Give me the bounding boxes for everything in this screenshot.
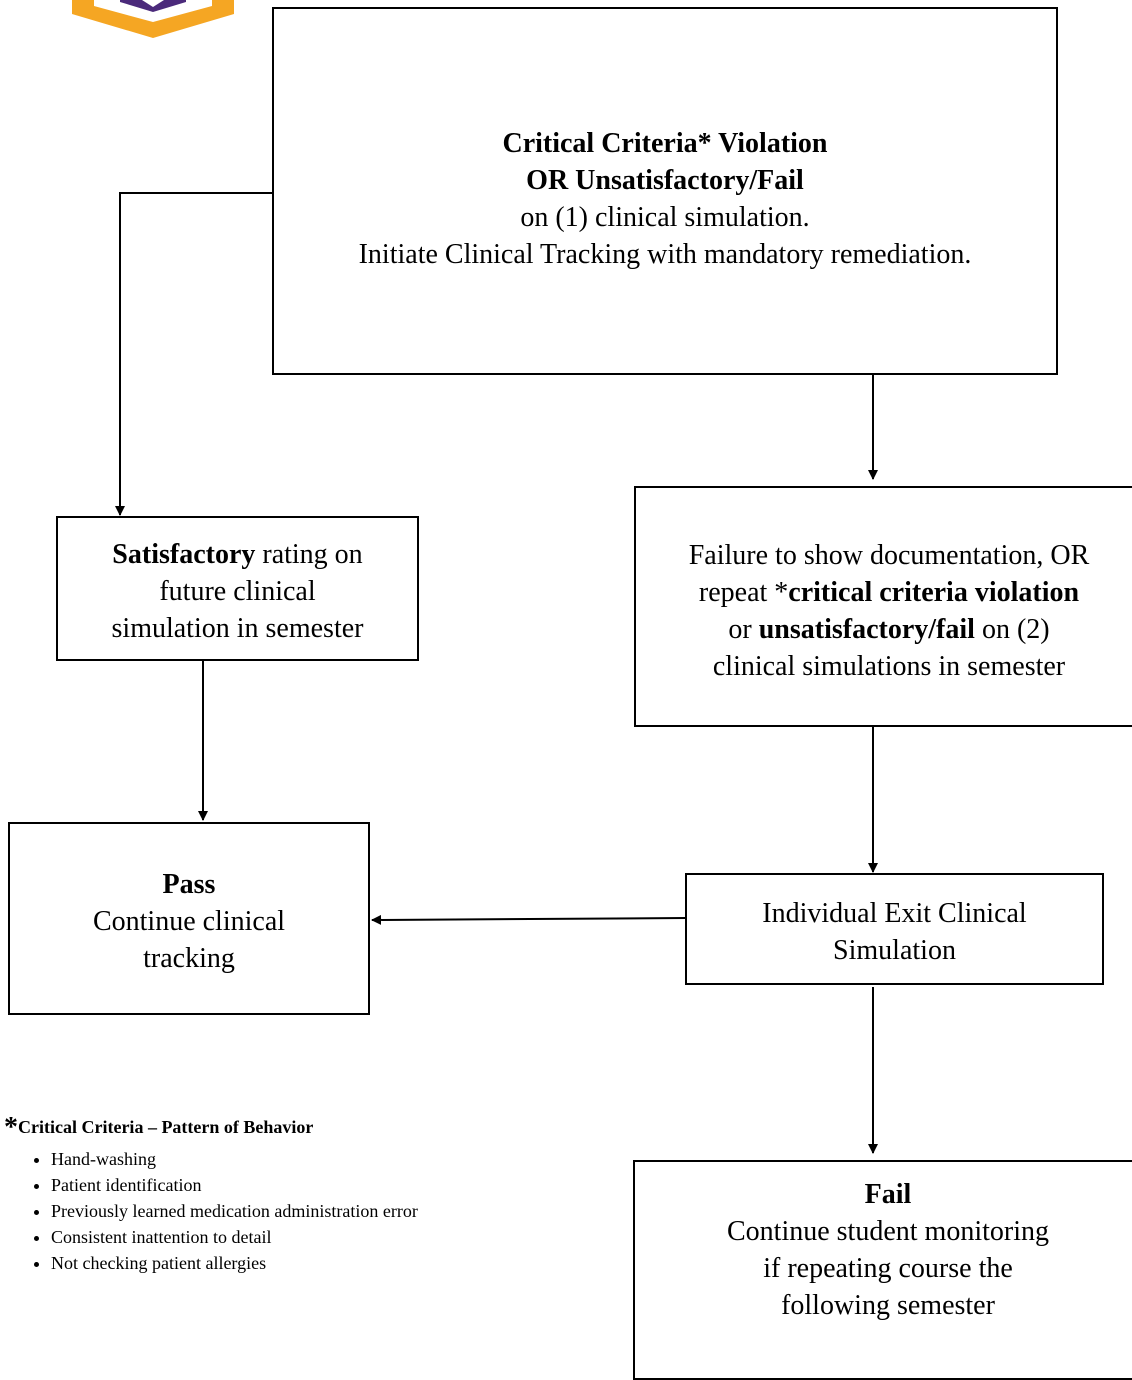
criteria-item: Patient identification: [51, 1172, 418, 1198]
criteria-title: *Critical Criteria – Pattern of Behavior: [4, 1112, 418, 1144]
satisfactory-box: Satisfactory rating on future clinical s…: [56, 516, 419, 661]
failure-line-2-pre: repeat *: [698, 577, 789, 608]
exit-line-2: Simulation: [833, 935, 956, 966]
start-line-4: Initiate Clinical Tracking with mandator…: [358, 239, 972, 270]
failure-line-4: clinical simulations in semester: [712, 651, 1066, 682]
satisfactory-line-3: simulation in semester: [111, 613, 364, 644]
arrow-exit-to-pass: [371, 914, 687, 925]
start-line-2: OR Unsatisfactory/Fail: [526, 165, 804, 196]
university-shield-logo: [72, 0, 234, 38]
pass-line-1: Continue clinical: [92, 906, 286, 937]
pass-line-2: tracking: [143, 943, 235, 974]
exit-box: Individual Exit Clinical Simulation: [685, 873, 1104, 985]
criteria-item: Previously learned medication administra…: [51, 1198, 418, 1224]
fail-box: Fail Continue student monitoring if repe…: [633, 1160, 1132, 1380]
satisfactory-rest: rating on: [255, 539, 363, 570]
failure-line-3-bold: unsatisfactory/fail: [758, 614, 975, 645]
satisfactory-line-1: Satisfactory rating on: [112, 536, 362, 573]
criteria-item: Consistent inattention to detail: [51, 1224, 418, 1250]
fail-line-2: if repeating course the: [763, 1253, 1013, 1284]
pass-title: Pass: [162, 869, 216, 900]
satisfactory-bold: Satisfactory: [112, 539, 256, 570]
criteria-list: Hand-washing Patient identification Prev…: [4, 1146, 418, 1276]
failure-line-1: Failure to show documentation, OR: [688, 540, 1090, 571]
criteria-item: Hand-washing: [51, 1146, 418, 1172]
start-line-3: on (1) clinical simulation.: [520, 202, 810, 233]
failure-line-3-post: on (2): [974, 614, 1050, 645]
failure-line-2-bold: critical criteria violation: [788, 577, 1080, 608]
fail-title: Fail: [864, 1179, 912, 1210]
failure-box: Failure to show documentation, OR repeat…: [634, 486, 1132, 727]
satisfactory-line-2: future clinical: [159, 576, 316, 607]
start-box: Critical Criteria* Violation OR Unsatisf…: [272, 7, 1058, 375]
failure-line-2: repeat *critical criteria violation: [699, 574, 1079, 611]
exit-line-1: Individual Exit Clinical: [762, 898, 1027, 929]
arrow-start-to-satisfactory: [115, 192, 272, 516]
criteria-star: *: [4, 1112, 18, 1143]
pass-box: Pass Continue clinical tracking: [8, 822, 370, 1015]
failure-line-3: or unsatisfactory/fail on (2): [728, 611, 1049, 648]
failure-line-3-pre: or: [728, 614, 759, 645]
criteria-item: Not checking patient allergies: [51, 1250, 418, 1276]
criteria-title-text: Critical Criteria – Pattern of Behavior: [18, 1117, 314, 1137]
start-line-1: Critical Criteria* Violation: [502, 128, 828, 159]
critical-criteria-legend: *Critical Criteria – Pattern of Behavior…: [4, 1112, 418, 1276]
fail-line-3: following semester: [781, 1290, 995, 1321]
logo-white-mark: [142, 0, 164, 7]
logo-orange-chevron: [72, 0, 234, 38]
fail-line-1: Continue student monitoring: [727, 1216, 1049, 1247]
